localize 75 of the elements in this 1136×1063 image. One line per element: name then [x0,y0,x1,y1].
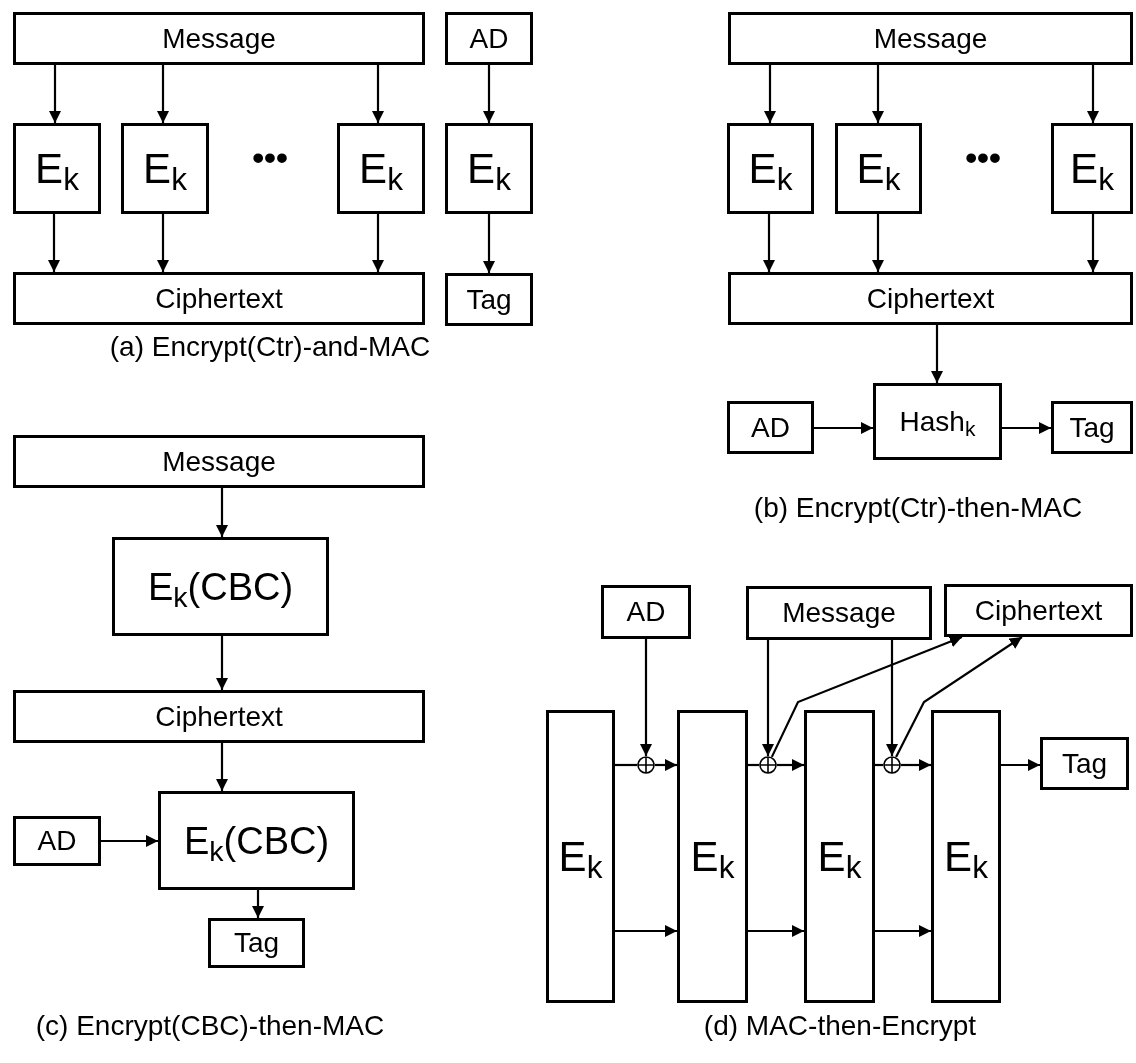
process-box: Message [746,586,932,640]
arrow [1002,421,1051,435]
caption: (c) Encrypt(CBC)-then-MAC [34,1012,386,1040]
arrow [814,421,873,435]
process-box: AD [601,585,691,639]
process-box: E$_{k}$ [337,123,425,214]
ellipsis: ••• [964,140,1002,174]
arrow [875,924,931,938]
process-box: E$_{k}$ [445,123,533,214]
xor-symbol [759,756,777,774]
arrow [482,214,496,273]
arrow [871,65,885,123]
arrow [655,758,677,772]
arrow [47,214,61,272]
process-box: Tag [1051,401,1133,454]
process-box: E$_{k}$ [13,123,101,214]
arrow [1001,758,1040,772]
process-box: E$_{k}$(CBC) [112,537,329,636]
xor-symbol [883,756,901,774]
arrow [763,65,777,123]
arrow [215,743,229,791]
process-box: Tag [445,273,533,326]
process-box: Tag [1040,737,1129,790]
process-box: E$_{k}$ [1051,123,1133,214]
process-box: E$_{k}$ [727,123,814,214]
process-box: Tag [208,918,305,968]
arrow [101,834,158,848]
process-box: Ciphertext [13,272,425,325]
arrow [895,636,1023,758]
xor-symbol [637,756,655,774]
arrow [251,890,265,918]
arrow [1086,214,1100,272]
connector-line [615,763,637,767]
ellipsis: ••• [251,140,289,174]
arrow [1086,65,1100,123]
process-box: Message [13,12,425,65]
arrow [639,639,653,756]
arrow [777,758,804,772]
process-box: Message [13,435,425,488]
arrow [885,640,899,756]
process-box: E$_{k}$ [804,710,875,1003]
process-box: E$_{k}$ [931,710,1001,1003]
process-box: E$_{k}$(CBC) [158,791,355,890]
process-box: E$_{k}$ [677,710,748,1003]
arrow [48,65,62,123]
arrow [156,65,170,123]
arrow [215,488,229,537]
process-box: E$_{k}$ [121,123,209,214]
process-box: Ciphertext [944,584,1133,637]
arrow [770,635,963,758]
process-box: AD [13,816,101,866]
process-box: E$_{k}$ [546,710,615,1003]
process-box: Message [728,12,1133,65]
arrow [762,214,776,272]
arrow [615,924,677,938]
process-box: Ciphertext [13,690,425,743]
arrow [482,65,496,123]
caption: (a) Encrypt(Ctr)-and-MAC [108,333,432,361]
process-box: Hash$_{k}$ [873,383,1002,460]
process-box: AD [445,12,533,65]
arrow [748,924,804,938]
arrow [761,640,775,756]
process-box: E$_{k}$ [835,123,922,214]
process-box: AD [727,401,814,454]
connector-line [748,763,759,767]
process-box: Ciphertext [728,272,1133,325]
arrow [930,325,944,383]
arrow [871,214,885,272]
caption: (d) MAC-then-Encrypt [702,1012,978,1040]
arrow [371,214,385,272]
arrow [215,636,229,690]
arrow [371,65,385,123]
arrow [901,758,931,772]
arrow [156,214,170,272]
caption: (b) Encrypt(Ctr)-then-MAC [752,494,1084,522]
